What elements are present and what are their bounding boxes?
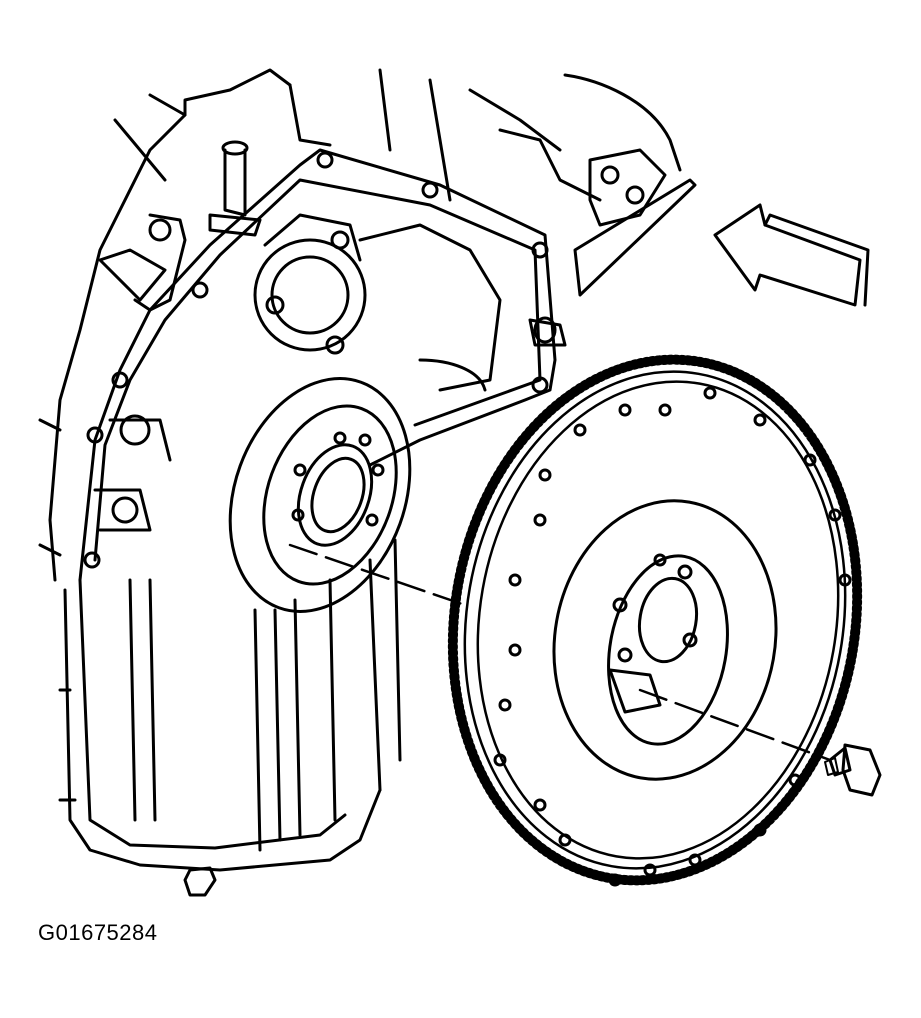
alignment-line bbox=[288, 543, 832, 762]
flywheel-icon bbox=[447, 354, 863, 887]
figure-id-label: G01675284 bbox=[38, 920, 158, 945]
engine-block-icon bbox=[38, 68, 697, 897]
bolt-icon bbox=[824, 743, 882, 797]
view-direction-arrow-icon bbox=[713, 203, 870, 307]
